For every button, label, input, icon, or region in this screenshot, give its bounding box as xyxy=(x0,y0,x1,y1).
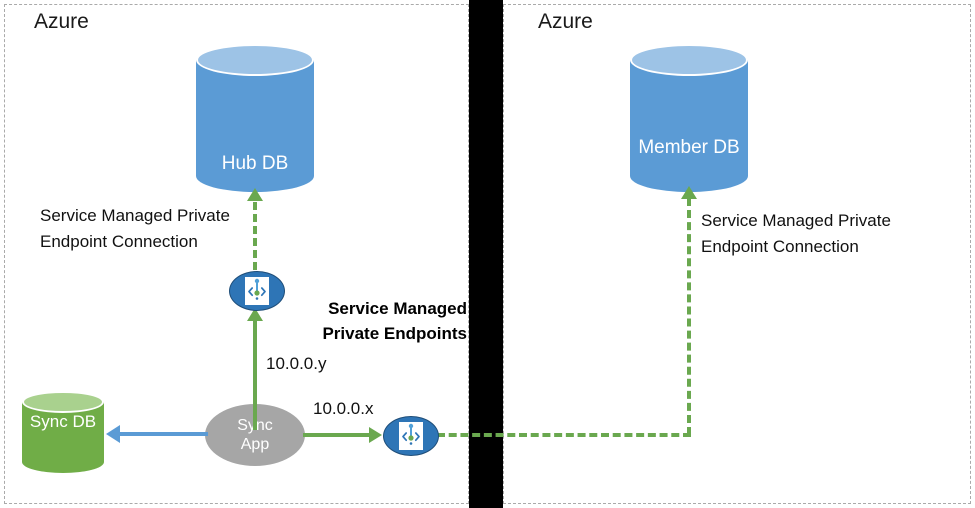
azure-label-right: Azure xyxy=(538,10,593,33)
pe-member-arrowhead-icon xyxy=(369,427,382,443)
pe-hub-to-hub-db-dashed-line xyxy=(253,202,257,270)
ip-label-hub: 10.0.0.y xyxy=(266,354,327,373)
sync-app-to-pe-hub-line xyxy=(253,320,257,430)
pe-hub-arrowhead-icon xyxy=(247,308,263,321)
ip-label-member: 10.0.0.x xyxy=(313,399,374,418)
service-managed-private-endpoints-title: Service Managed Private Endpoints xyxy=(322,299,467,343)
hub-db-cylinder-top xyxy=(196,44,314,76)
private-endpoint-icon xyxy=(245,277,269,305)
sync-db-arrowhead-icon xyxy=(106,425,120,443)
private-endpoint-member-node[interactable] xyxy=(383,416,439,456)
hub-db-arrowhead-icon xyxy=(247,188,263,201)
sync-db-node[interactable]: Sync DB xyxy=(22,391,104,473)
pe-member-to-member-db-dashed-vertical xyxy=(687,198,691,435)
member-db-cylinder-top xyxy=(630,44,748,76)
private-endpoint-hub-node[interactable] xyxy=(229,271,285,311)
azure-label-left: Azure xyxy=(34,10,89,33)
sync-app-node[interactable]: Sync App xyxy=(205,404,305,466)
hub-connection-annotation: Service Managed Private Endpoint Connect… xyxy=(40,206,230,251)
member-db-node[interactable]: Member DB xyxy=(630,44,748,192)
sync-db-cylinder-top xyxy=(22,391,104,413)
member-connection-annotation: Service Managed Private Endpoint Connect… xyxy=(701,211,891,256)
hub-db-node[interactable]: Hub DB xyxy=(196,44,314,192)
network-boundary-divider xyxy=(469,0,503,508)
member-db-cylinder-body xyxy=(630,60,748,176)
private-endpoint-icon xyxy=(399,422,423,450)
member-db-arrowhead-icon xyxy=(681,186,697,199)
pe-member-to-member-db-dashed-horizontal xyxy=(437,433,691,437)
sync-app-to-sync-db-line xyxy=(120,432,208,436)
sync-app-to-pe-member-line xyxy=(303,433,371,437)
hub-db-cylinder-body xyxy=(196,60,314,176)
